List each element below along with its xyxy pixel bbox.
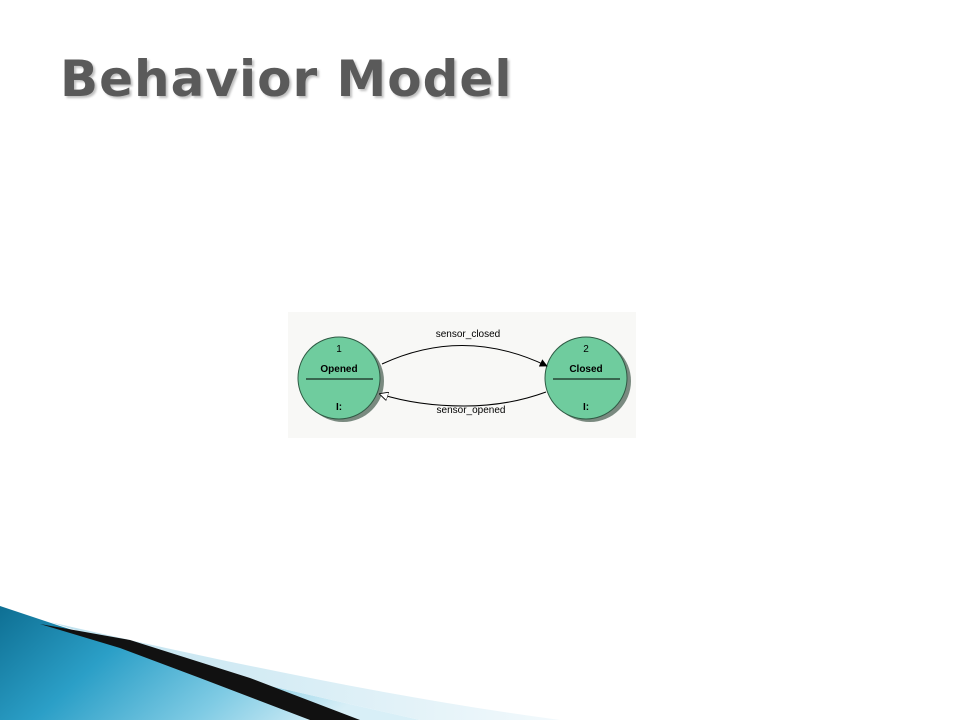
state-opened-circle [297,336,381,420]
slide-title: Behavior Model [60,50,513,108]
state-opened-invariant: I: [336,402,342,413]
state-diagram-canvas: 1 Opened I: 2 Closed I: sensor_closed se… [297,329,631,422]
transition-sensor-closed-label: sensor_closed [436,329,500,340]
state-closed-circle [544,336,628,420]
transition-sensor-opened-label: sensor_opened [437,405,506,416]
state-diagram: 1 Opened I: 2 Closed I: sensor_closed se… [288,312,636,438]
swoosh-blue-band [0,606,420,720]
state-opened: 1 Opened I: [297,336,384,422]
state-opened-number: 1 [336,344,342,355]
transition-sensor-opened-arrow [380,391,547,407]
state-closed-invariant: I: [583,402,589,413]
swoosh-dark-stroke [40,624,360,720]
state-opened-name: Opened [320,364,357,375]
state-closed: 2 Closed I: [544,336,631,422]
state-closed-number: 2 [583,344,589,355]
transition-sensor-closed-arrow [381,345,548,367]
decorative-swoosh [0,606,560,720]
state-closed-name: Closed [569,364,602,375]
